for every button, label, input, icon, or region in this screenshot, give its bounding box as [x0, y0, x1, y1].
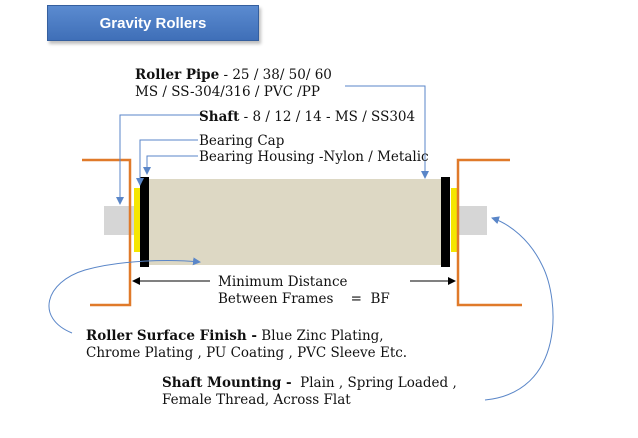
bearing-housing-label: Bearing Housing -Nylon / Metalic	[199, 149, 429, 165]
min-distance-line1: Minimum Distance	[218, 274, 348, 290]
bearing-cap-label: Bearing Cap	[199, 133, 285, 149]
shaft-mounting-heading: Shaft Mounting -	[162, 375, 292, 391]
shaft-mounting-leader	[484, 216, 554, 401]
shaft-mounting-line1: Plain , Spring Loaded ,	[291, 375, 457, 391]
left-frame	[82, 158, 132, 307]
surface-finish-line2: Chrome Plating , PU Coating , PVC Sleeve…	[86, 345, 408, 361]
roller-pipe-sizes: - 25 / 38/ 50/ 60	[219, 67, 332, 83]
surface-finish-line1: Blue Zinc Plating,	[257, 328, 384, 344]
title-text: Gravity Rollers	[99, 14, 207, 32]
right-frame	[456, 158, 522, 307]
title-banner: Gravity Rollers	[47, 5, 259, 41]
bearing-housing-leader	[143, 155, 198, 175]
left-bearing-housing	[140, 177, 149, 267]
shaft-label: Shaft - 8 / 12 / 14 - MS / SS304	[199, 109, 415, 126]
roller-pipe	[146, 179, 444, 265]
right-bearing-housing	[441, 177, 450, 267]
roller-pipe-heading: Roller Pipe	[135, 67, 220, 83]
surface-finish-heading: Roller Surface Finish -	[86, 328, 257, 344]
left-bearing-cap	[134, 188, 140, 252]
shaft-heading: Shaft	[199, 109, 240, 125]
surface-finish-leader	[48, 257, 201, 334]
bearing-cap-leader	[136, 139, 198, 186]
right-shaft	[455, 206, 487, 235]
surface-finish-label: Roller Surface Finish - Blue Zinc Platin…	[86, 328, 407, 362]
roller-pipe-leader	[345, 85, 429, 179]
roller-pipe-label: Roller Pipe - 25 / 38/ 50/ 60 MS / SS-30…	[135, 67, 332, 101]
shaft-mounting-label: Shaft Mounting - Plain , Spring Loaded ,…	[162, 375, 457, 409]
right-bearing-cap	[451, 188, 457, 252]
min-distance-line2: Between Frames = BF	[218, 291, 390, 307]
shaft-leader	[116, 114, 200, 205]
min-distance-label: Minimum Distance Between Frames = BF	[218, 274, 390, 308]
shaft-mounting-line2: Female Thread, Across Flat	[162, 392, 351, 408]
roller-pipe-materials: MS / SS-304/316 / PVC /PP	[135, 84, 320, 100]
shaft-detail: - 8 / 12 / 14 - MS / SS304	[239, 109, 416, 125]
